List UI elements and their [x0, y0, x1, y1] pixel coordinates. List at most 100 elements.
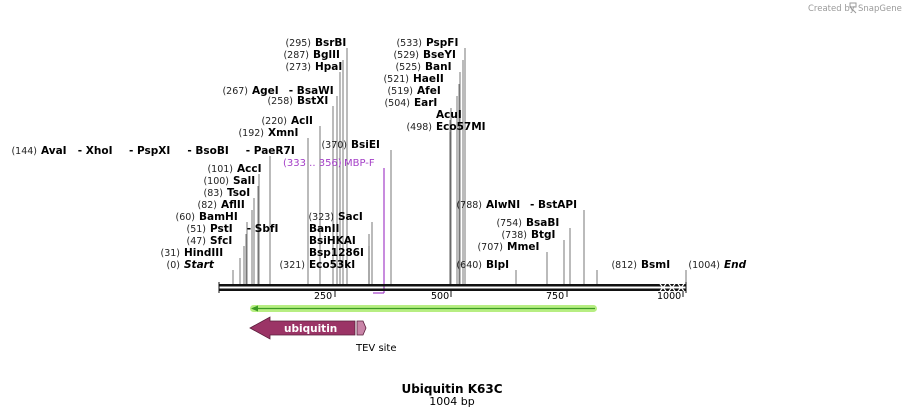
enzyme-position: (321) [279, 260, 305, 271]
enzyme-site-xmni[interactable]: (192) XmnI [238, 127, 298, 139]
enzyme-site-bglii[interactable]: (287)BglII [283, 49, 339, 61]
enzyme-site-btgi[interactable]: (738)BtgI [501, 229, 555, 241]
feature-label-ubiquitin: ubiquitin [284, 323, 337, 335]
enzyme-site-start[interactable]: (0) Start [167, 259, 215, 271]
enzyme-site-blpi[interactable]: (640)BlpI [456, 259, 509, 271]
enzyme-position: (525) [395, 62, 421, 73]
enzyme-name: HpaI [315, 61, 342, 73]
enzyme-position: (504) [384, 98, 410, 109]
enzyme-position: (47) [186, 236, 206, 247]
primer-name: MBP-F [344, 158, 375, 169]
enzyme-name: AfeI [417, 85, 441, 97]
enzyme-site-bseyi[interactable]: (529) BseYI [393, 49, 455, 61]
enzyme-position: (192) [238, 128, 264, 139]
enzyme-site-sfci[interactable]: (47)SfcI [186, 235, 232, 247]
enzyme-site-avai[interactable]: (144)AvaI- XhoI- PspXI- BsoBI- PaeR7I [11, 145, 294, 157]
enzyme-position: (0) [167, 260, 180, 271]
orf-arrow[interactable] [250, 305, 597, 312]
enzyme-position: (323) [308, 212, 334, 223]
enzyme-site-hpai[interactable]: (273)HpaI [285, 61, 342, 73]
snapgene-logo-icon [849, 2, 857, 14]
enzyme-site-haeii[interactable]: (521)HaeII [383, 73, 443, 85]
enzyme-position: (101) [207, 164, 233, 175]
enzyme-site-end[interactable]: (1004)End [688, 259, 746, 271]
enzyme-site-bsmi[interactable]: (812)BsmI [611, 259, 670, 271]
enzyme-position: (83) [203, 188, 223, 199]
enzyme-site-bsabi[interactable]: (754)BsaBI [496, 217, 559, 229]
enzyme-site-saci[interactable]: (323) SacI [308, 211, 362, 223]
enzyme-name: SalI [233, 175, 255, 187]
enzyme-name: PspFI [426, 37, 458, 49]
enzyme-position: (529) [393, 50, 419, 61]
enzyme-position: (51) [186, 224, 206, 235]
enzyme-site-sali[interactable]: (100) SalI [203, 175, 255, 187]
enzyme-name: EarI [414, 97, 437, 109]
enzyme-name: Start [184, 259, 215, 271]
enzyme-site-bsiei[interactable]: (370) BsiEI [321, 139, 379, 151]
enzyme-name: BamHI [199, 211, 238, 223]
enzyme-site-bsp1286i[interactable]: Bsp1286I [309, 247, 364, 259]
enzyme-site-eco53ki[interactable]: (321)Eco53kI [279, 259, 355, 271]
enzyme-name: BseYI [423, 49, 456, 61]
enzyme-position: (258) [267, 96, 293, 107]
feature-tev-site[interactable]: TEV site [355, 320, 397, 354]
enzyme-site-alwni[interactable]: (788)AlwNI- BstAPI [456, 199, 577, 211]
map-title: Ubiquitin K63C [401, 382, 502, 396]
enzyme-name: BsaBI [526, 217, 559, 229]
enzyme-name: AvaI [41, 145, 67, 157]
cut-site-lines [232, 48, 687, 284]
enzyme-name: BanI [425, 61, 451, 73]
enzyme-name: TsoI [227, 187, 250, 199]
enzyme-site-bsrbi[interactable]: (295)BsrBI [285, 37, 346, 49]
enzyme-site-bsihkai[interactable]: BsiHKAI [309, 235, 356, 247]
enzyme-site-bamhi[interactable]: (60)BamHI [175, 211, 237, 223]
enzyme-site-psti[interactable]: (51)PstI- SbfI [186, 223, 278, 235]
enzyme-position: (707) [477, 242, 503, 253]
enzyme-site-eco57mi[interactable]: (498)Eco57MI [406, 121, 485, 133]
primer-mbp-f[interactable]: (333 .. 356) MBP-F [283, 158, 385, 294]
primer-range: (333 .. 356) [283, 158, 342, 169]
enzyme-position: (100) [203, 176, 229, 187]
enzyme-name: AclI [291, 115, 313, 127]
enzyme-site-pspfi[interactable]: (533) PspFI [396, 37, 458, 49]
axis-ticks: 250 500 750 1000 [314, 291, 684, 302]
enzyme-position: (295) [285, 38, 311, 49]
enzyme-site-bstxi[interactable]: (258) BstXI [267, 95, 328, 107]
enzyme-name: BsiEI [351, 139, 380, 151]
enzyme-name: AccI [237, 163, 261, 175]
enzyme-site-bani[interactable]: (525) BanI [395, 61, 451, 73]
enzyme-name: SacI [338, 211, 363, 223]
enzyme-name: BglII [313, 49, 340, 61]
enzyme-site-acli[interactable]: (220)AclI [261, 115, 312, 127]
enzyme-name: - XhoI [78, 145, 113, 157]
enzyme-site-aflii[interactable]: (82)AflII [197, 199, 244, 211]
enzyme-site-eari[interactable]: (504) EarI [384, 97, 437, 109]
enzyme-name: BstXI [297, 95, 328, 107]
enzyme-site-hindiii[interactable]: (31)HindIII [160, 247, 223, 259]
credit-text: Created by [808, 4, 855, 14]
enzyme-name: - PspXI [129, 145, 170, 157]
enzyme-site-acui[interactable]: AcuI [436, 109, 462, 121]
enzyme-site-tsoi[interactable]: (83) TsoI [203, 187, 250, 199]
enzyme-name: - BsoBI [187, 145, 228, 157]
dna-backbone [218, 282, 687, 293]
feature-ubiquitin[interactable]: ubiquitin [249, 316, 356, 340]
enzyme-name: HindIII [184, 247, 223, 259]
enzyme-position: (370) [321, 140, 347, 151]
enzyme-position: (267) [222, 86, 248, 97]
enzyme-name: XmnI [268, 127, 298, 139]
enzyme-site-afei[interactable]: (519)AfeI [387, 85, 440, 97]
enzyme-site-acci[interactable]: (101) AccI [207, 163, 261, 175]
enzyme-name: BsiHKAI [309, 235, 356, 247]
enzyme-name: AflII [221, 199, 245, 211]
enzyme-name: End [724, 259, 747, 271]
enzyme-site-agei[interactable]: (267)AgeI- BsaWI [222, 85, 333, 97]
tick-500: 500 [431, 291, 449, 302]
enzyme-name: PstI [210, 223, 233, 235]
enzyme-position: (533) [396, 38, 422, 49]
enzyme-site-mmei[interactable]: (707) MmeI [477, 241, 539, 253]
enzyme-site-banii[interactable]: BanII [309, 223, 339, 235]
brand-text: SnapGene [858, 4, 902, 14]
tick-250: 250 [314, 291, 332, 302]
enzyme-name: MmeI [507, 241, 539, 253]
